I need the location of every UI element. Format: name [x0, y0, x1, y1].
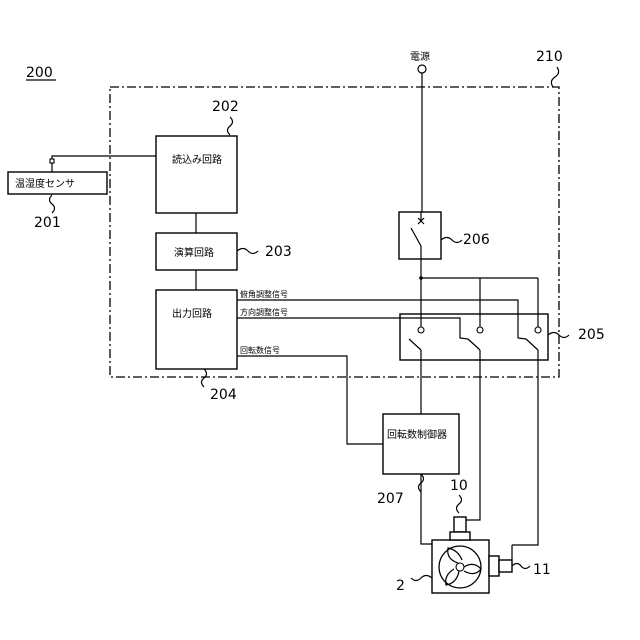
signal-tilt-label: 俯角調整信号: [240, 289, 288, 299]
enclosure-leader: [551, 67, 558, 87]
motor10-body: [454, 517, 466, 532]
switch-box: [399, 212, 441, 259]
fan-hub-icon: [456, 563, 464, 571]
calc-circuit-leader: [237, 249, 258, 254]
relay2-to-motor10: [466, 350, 480, 520]
relay3-contact: [535, 327, 541, 333]
enclosure-ref: 210: [536, 49, 563, 65]
relay-ref: 205: [578, 327, 605, 343]
read-circuit-ref: 202: [212, 99, 239, 115]
motor11-body: [489, 556, 499, 576]
read-circuit-box: [156, 136, 237, 213]
signal-speed-label: 回転数信号: [240, 345, 280, 355]
motor10-ref: 10: [450, 478, 468, 494]
fan-ref: 2: [396, 578, 405, 594]
switch-leader: [441, 238, 462, 243]
relay2-contact: [477, 327, 483, 333]
output-circuit-box: [156, 290, 237, 369]
speed-controller-ref: 207: [377, 491, 404, 507]
power-label: 電源: [410, 50, 430, 63]
output-circuit-label: 出力回路: [172, 307, 212, 320]
device-ref: 200: [26, 65, 53, 81]
motor11-shaft: [499, 560, 512, 572]
motor10-leader: [457, 495, 462, 513]
power-terminal: [418, 65, 426, 73]
sensor-terminal: [50, 159, 54, 163]
relay-box: [400, 314, 548, 360]
sensor-leader: [50, 195, 55, 213]
sensor-label: 温湿度センサ: [15, 177, 75, 190]
output-circuit-leader: [202, 369, 207, 387]
relay3-to-motor11: [512, 350, 538, 545]
sensor-wire: [52, 156, 156, 159]
read-circuit-label: 読込み回路: [172, 153, 222, 166]
sensor-ref: 201: [34, 215, 61, 231]
speed-controller-box: [383, 414, 459, 474]
relay1-contact: [418, 327, 424, 333]
motor10-base: [450, 532, 470, 540]
switch-ref: 206: [463, 232, 490, 248]
signal-speed-wire: [237, 356, 383, 444]
motor11-leader: [512, 564, 530, 569]
fan-leader: [411, 576, 432, 581]
speed-controller-label: 回転数制御器: [387, 428, 447, 441]
calc-circuit-label: 演算回路: [174, 246, 214, 259]
controller-to-fan-wire: [421, 474, 432, 544]
calc-circuit-ref: 203: [265, 244, 292, 260]
motor11-ref: 11: [533, 562, 551, 578]
signal-direction-label: 方向調整信号: [240, 307, 288, 317]
output-circuit-ref: 204: [210, 387, 237, 403]
read-circuit-leader: [228, 117, 233, 135]
